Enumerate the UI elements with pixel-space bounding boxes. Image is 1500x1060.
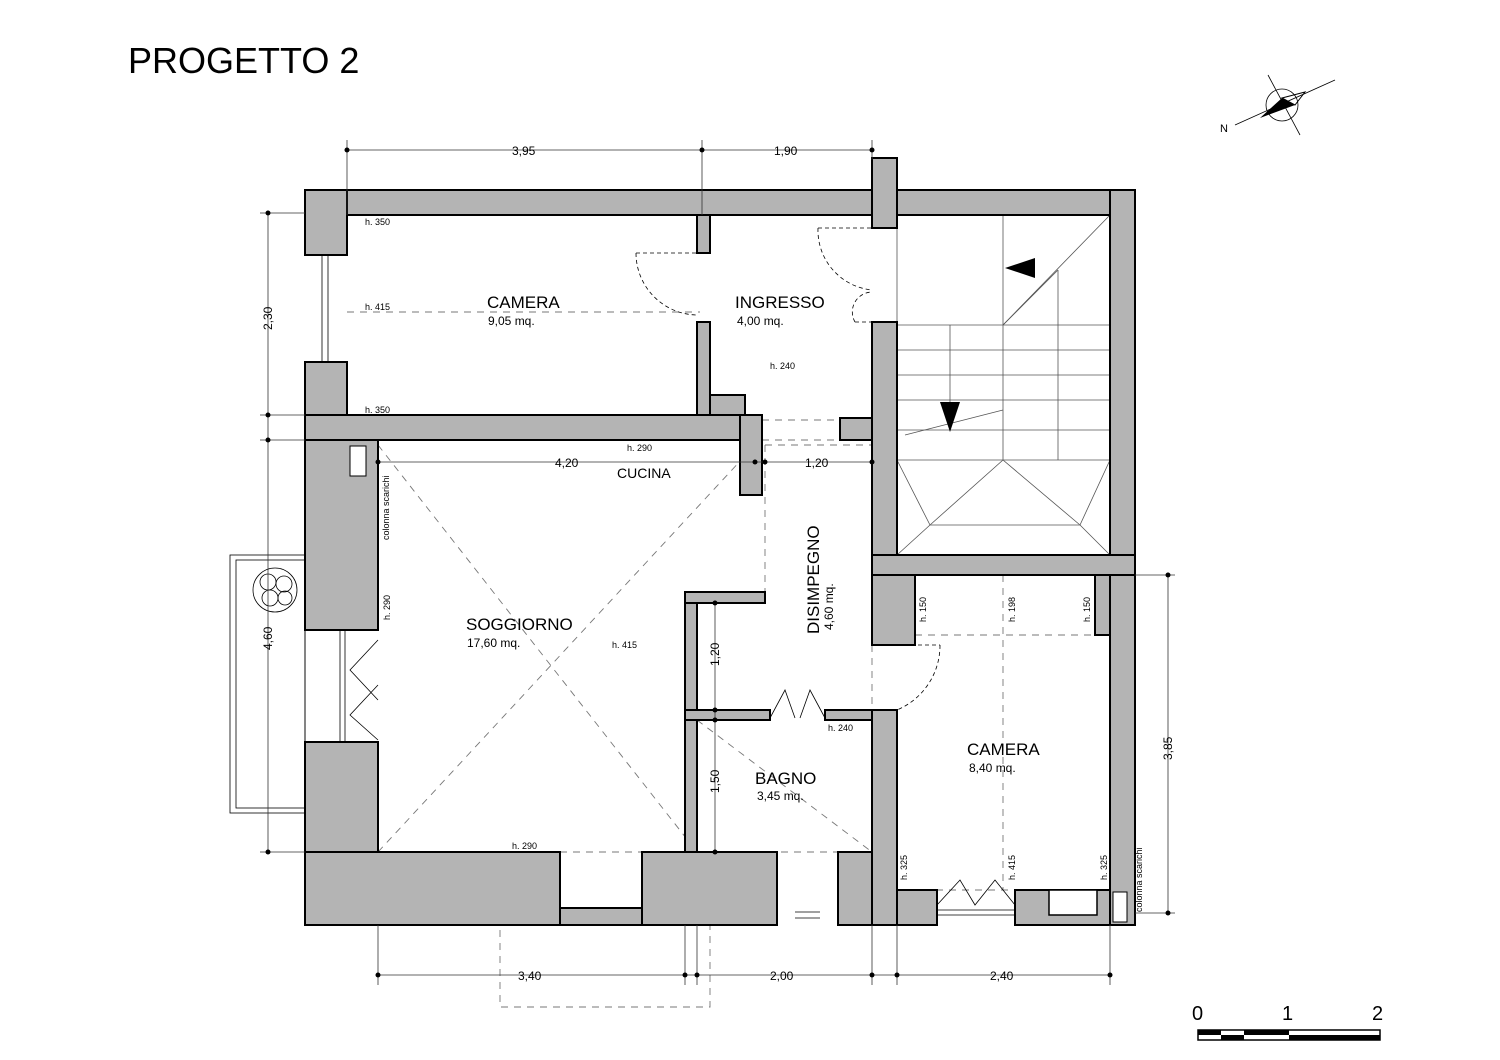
dim-inner-2: 1,20 <box>805 456 829 470</box>
height-label: h. 290 <box>382 595 392 620</box>
dim-top-2: 1,90 <box>774 144 798 158</box>
room-area-camera-1: 9,05 mq. <box>488 314 535 328</box>
walls <box>304 157 1136 926</box>
stair-arrow-down-icon <box>940 402 960 432</box>
page-title: PROGETTO 2 <box>128 40 359 81</box>
dim-left-1: 2,30 <box>261 306 275 330</box>
height-label: h. 415 <box>612 640 637 650</box>
dim-inner-1: 4,20 <box>555 456 579 470</box>
room-labels: CAMERA 9,05 mq. INGRESSO 4,00 mq. CUCINA… <box>466 293 1040 803</box>
stair-arrow-left-icon <box>1005 258 1035 278</box>
room-area-disimpegno: 4,60 mq. <box>822 583 836 630</box>
height-label: h. 240 <box>770 361 795 371</box>
height-label: h. 150 <box>918 597 928 622</box>
note-drain-column-2: colonna scarichi <box>1134 847 1144 912</box>
height-label: h. 415 <box>1007 855 1017 880</box>
drain-column-icon <box>349 445 367 477</box>
scale-label-0: 0 <box>1192 1003 1203 1025</box>
height-label: h. 350 <box>365 405 390 415</box>
height-label: h. 198 <box>1007 597 1017 622</box>
height-label: h. 150 <box>1082 597 1092 622</box>
dim-left-2: 4,60 <box>261 626 275 650</box>
drain-column-icon <box>1112 891 1128 923</box>
dim-inner-3: 1,20 <box>708 642 722 666</box>
staircase <box>896 214 1111 556</box>
room-area-soggiorno: 17,60 mq. <box>467 636 520 650</box>
room-name-ingresso: INGRESSO <box>735 293 825 312</box>
scale-bar: 0 1 2 <box>1192 1003 1383 1041</box>
height-label: h. 415 <box>365 302 390 312</box>
dim-bottom-1: 3,40 <box>518 969 542 983</box>
scale-label-2: 2 <box>1372 1003 1383 1025</box>
room-name-camera-1: CAMERA <box>487 293 560 312</box>
plant-icon <box>252 567 298 613</box>
dim-top-1: 3,95 <box>512 144 536 158</box>
dimension-dots <box>265 147 1171 978</box>
dim-bottom-3: 2,40 <box>990 969 1014 983</box>
room-name-soggiorno: SOGGIORNO <box>466 615 573 634</box>
height-label: h. 240 <box>828 723 853 733</box>
ceiling-heights: h. 350 h. 415 h. 350 h. 240 h. 290 h. 29… <box>365 217 1109 880</box>
dim-inner-4: 1,50 <box>708 769 722 793</box>
room-name-cucina: CUCINA <box>617 465 671 481</box>
room-area-ingresso: 4,00 mq. <box>737 314 784 328</box>
north-compass-icon: N <box>1220 74 1336 136</box>
room-area-camera-2: 8,40 mq. <box>969 761 1016 775</box>
compass-north-label: N <box>1220 123 1228 135</box>
height-label: h. 325 <box>899 855 909 880</box>
dim-right-1: 3,85 <box>1161 736 1175 760</box>
dimension-labels: 3,95 1,90 2,30 4,60 4,20 1,20 1,20 1,50 … <box>261 144 1175 983</box>
scale-label-1: 1 <box>1282 1003 1293 1025</box>
height-label: h. 290 <box>627 443 652 453</box>
height-label: h. 325 <box>1099 855 1109 880</box>
height-label: h. 290 <box>512 841 537 851</box>
height-label: h. 350 <box>365 217 390 227</box>
note-drain-column-1: colonna scarichi <box>381 475 391 540</box>
room-area-bagno: 3,45 mq. <box>757 789 804 803</box>
room-name-bagno: BAGNO <box>755 769 816 788</box>
room-name-disimpegno: DISIMPEGNO <box>804 525 823 634</box>
doors-windows <box>229 227 1016 919</box>
room-name-camera-2: CAMERA <box>967 740 1040 759</box>
dim-bottom-2: 2,00 <box>770 969 794 983</box>
